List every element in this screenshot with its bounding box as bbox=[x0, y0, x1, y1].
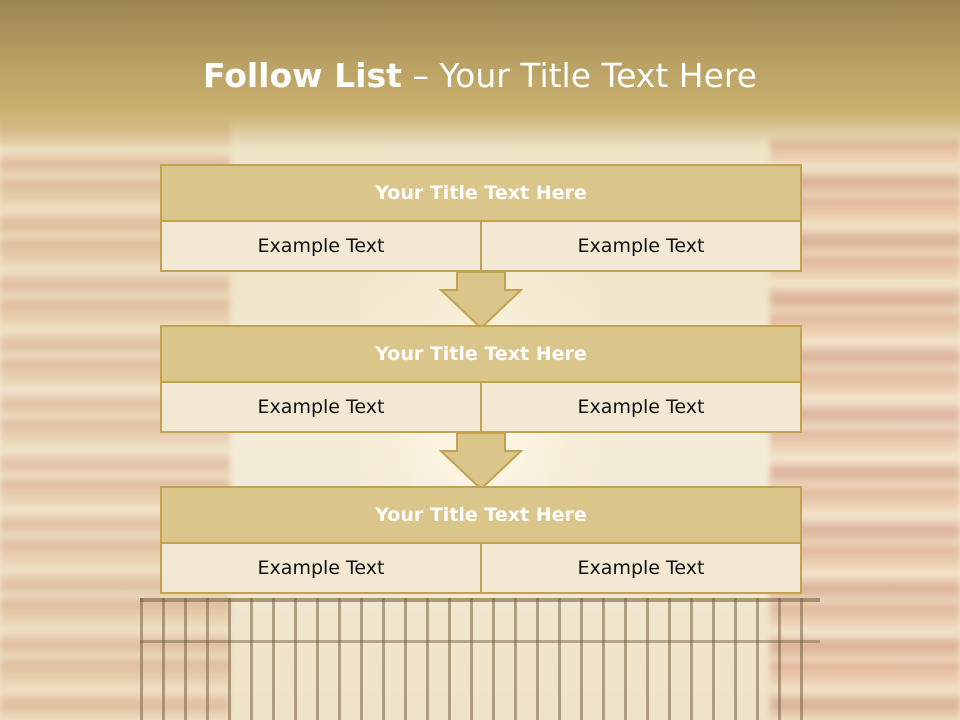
shopping-cart-bar bbox=[140, 640, 820, 643]
title-band bbox=[0, 0, 960, 150]
block-title: Your Title Text Here bbox=[160, 325, 802, 383]
block-cell-right: Example Text bbox=[480, 383, 802, 433]
block-cell-right: Example Text bbox=[480, 222, 802, 272]
block-row: Example Text Example Text bbox=[160, 222, 802, 272]
slide-title-bold: Follow List bbox=[202, 56, 402, 95]
block-row: Example Text Example Text bbox=[160, 544, 802, 594]
slide-title: Follow List – Your Title Text Here bbox=[0, 54, 960, 98]
block-title: Your Title Text Here bbox=[160, 164, 802, 222]
slide-title-rest: – Your Title Text Here bbox=[401, 56, 758, 95]
shopping-cart bbox=[140, 598, 820, 720]
block-cell-left: Example Text bbox=[160, 383, 482, 433]
block-cell-left: Example Text bbox=[160, 222, 482, 272]
block-cell-left: Example Text bbox=[160, 544, 482, 594]
list-block-1: Your Title Text Here Example Text Exampl… bbox=[160, 164, 802, 272]
list-block-3: Your Title Text Here Example Text Exampl… bbox=[160, 486, 802, 594]
down-arrow-icon bbox=[439, 272, 523, 330]
list-block-2: Your Title Text Here Example Text Exampl… bbox=[160, 325, 802, 433]
block-title: Your Title Text Here bbox=[160, 486, 802, 544]
block-cell-right: Example Text bbox=[480, 544, 802, 594]
down-arrow-icon bbox=[439, 433, 523, 491]
block-row: Example Text Example Text bbox=[160, 383, 802, 433]
